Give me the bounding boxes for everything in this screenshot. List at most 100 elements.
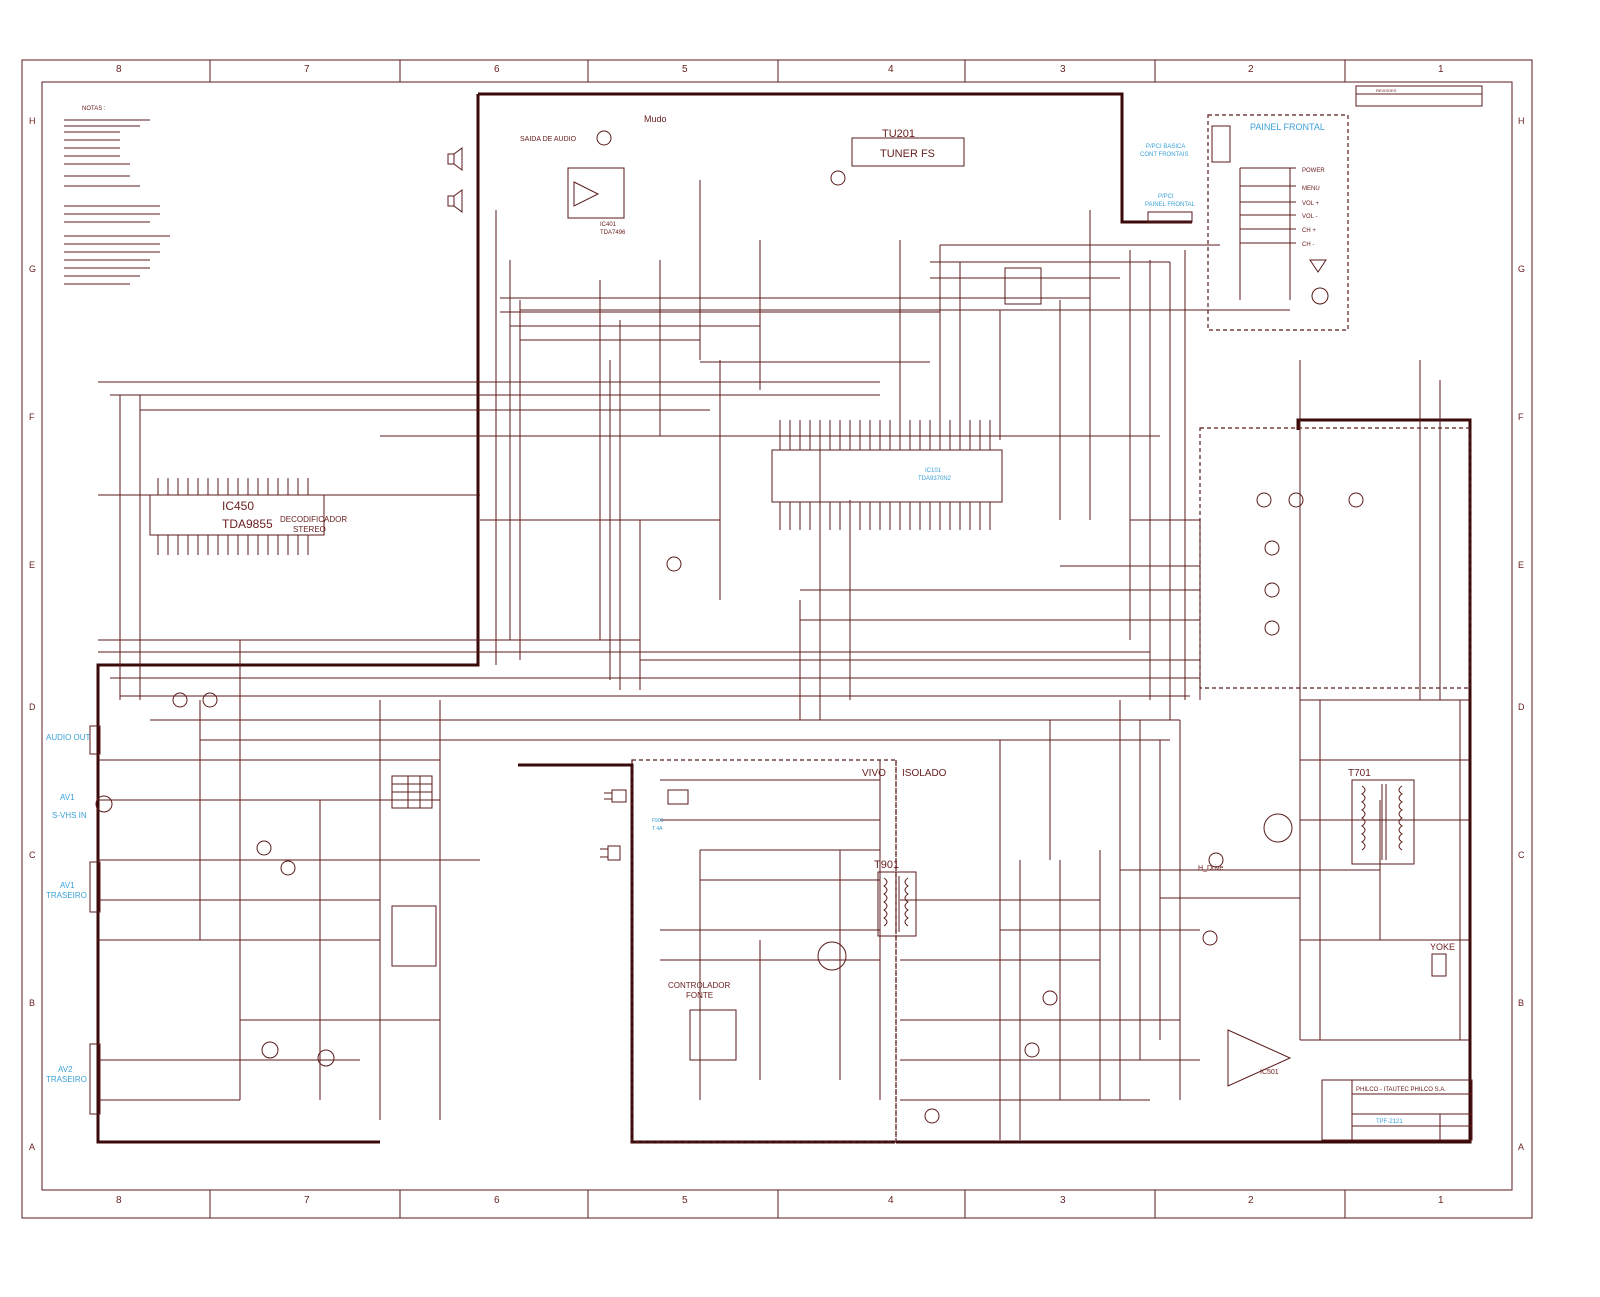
h-drive-label: H_Drive: [1198, 865, 1223, 872]
panel-connector: [1147, 211, 1193, 223]
av2-rear-label: AV2: [58, 1065, 73, 1074]
vol-minus-key-label: VOL -: [1302, 214, 1317, 220]
conn-basic-label: CONT FRONTAIS: [1140, 152, 1188, 158]
vol-plus-key-label: VOL +: [1302, 201, 1319, 207]
eeprom-ic: [1004, 267, 1042, 305]
column-numbers-top: 8 7 6 5 4 3 2 1: [116, 64, 1444, 75]
tuner-name: TUNER FS: [880, 148, 935, 160]
av1-rear-label: TRASEIRO: [46, 891, 87, 900]
fuse-ref: F901: [652, 818, 664, 824]
transistor-symbol: [1264, 620, 1280, 636]
main-ic-box: [771, 449, 1003, 503]
psu-hot-boundary: [518, 763, 895, 1144]
row-letter: E: [1518, 560, 1524, 570]
rca-jack-icon: [89, 1043, 101, 1115]
degauss-thermistor: [667, 789, 689, 805]
row-letter: C: [1518, 850, 1525, 860]
col-num: 7: [304, 1195, 310, 1206]
row-letter: F: [1518, 412, 1524, 422]
column-numbers-bottom: 8 7 6 5 4 3 2 1: [116, 1195, 1444, 1206]
av1-label: AV1: [60, 793, 75, 802]
av2-rear-label: TRASEIRO: [46, 1075, 87, 1084]
signal-transistors: [172, 130, 1224, 1124]
tuner-block: TU201 TUNER FS: [851, 128, 965, 167]
col-num: 8: [116, 1195, 122, 1206]
col-num: 1: [1438, 1195, 1444, 1206]
flyback-ref: T701: [1348, 768, 1371, 779]
psu-controller-label: FONTE: [686, 991, 713, 1000]
psu-live-area: [631, 759, 897, 1143]
notes-block: NOTAS :: [64, 106, 170, 285]
speaker-icon: [453, 147, 463, 171]
deflection-block: T701 H_Drive IC501 YOKE: [1198, 492, 1455, 1087]
audio-output-block: SAIDA DE AUDIO Mudo IC401 TDA7496: [447, 114, 667, 236]
main-ic-block: IC101 TDA9370N2: [771, 420, 1003, 530]
fuse-rating: T 4A: [652, 826, 663, 832]
speaker-icon: [447, 195, 455, 207]
rca-jack-icon: [89, 725, 101, 755]
yoke-label: YOKE: [1430, 942, 1455, 952]
speaker-icon: [453, 189, 463, 213]
audio-out-label: AUDIO OUT: [46, 733, 91, 742]
transistor-symbol: [1264, 540, 1280, 556]
transistor-symbol: [1256, 492, 1272, 508]
psu-controller-ic: [689, 1009, 737, 1061]
decoder-ic-ref: IC450: [222, 499, 254, 513]
column-ticks: [209, 60, 1346, 1218]
psu-transformer-ref: T901: [874, 859, 899, 871]
row-letter: E: [29, 560, 35, 570]
rca-jack-icon: [89, 861, 101, 913]
conn-panel-label: PAINEL FRONTAL: [1145, 202, 1196, 208]
mosfet-symbol: [817, 941, 847, 971]
col-num: 3: [1060, 1195, 1066, 1206]
psu-controller-label: CONTROLADOR: [668, 981, 730, 990]
ch-plus-key-label: CH +: [1302, 228, 1316, 234]
outer-frame: [21, 59, 1533, 1219]
live-label: VIVO: [862, 768, 886, 779]
col-num: 4: [888, 64, 894, 75]
row-letter: H: [1518, 116, 1525, 126]
row-letter: A: [29, 1142, 35, 1152]
main-ic-part: TDA9370N2: [918, 476, 952, 482]
decoder-desc: DECODIFICADOR: [280, 515, 347, 524]
front-panel-block: PAINEL FRONTAL POWER MENU VOL + VOL - CH…: [1211, 122, 1329, 305]
transistor-symbol: [1288, 492, 1304, 508]
model-number: TPF-2121: [1376, 1119, 1403, 1125]
av-jacks: AUDIO OUT AV1 S-VHS IN AV1 TRASEIRO AV2 …: [46, 725, 113, 1115]
audio-ic-part: TDA7496: [600, 230, 626, 236]
main-board-boundary: [96, 92, 1192, 1144]
revisions-heading: REVISOES: [1376, 88, 1397, 93]
led-icon: [1309, 259, 1327, 273]
col-num: 6: [494, 1195, 500, 1206]
col-num: 3: [1060, 64, 1066, 75]
amp-symbol: [573, 181, 600, 207]
svhs-jack-icon: [95, 795, 113, 813]
h-output-transistor: [1263, 813, 1293, 843]
col-num: 1: [1438, 64, 1444, 75]
col-num: 5: [682, 1195, 688, 1206]
title-block: PHILCO - ITAUTEC PHILCO S.A. TPF-2121 RE…: [1321, 85, 1483, 1141]
row-letter: D: [1518, 702, 1525, 712]
isolated-label: ISOLADO: [902, 768, 947, 779]
row-letter: B: [1518, 998, 1524, 1008]
audio-ic-ref: IC401: [600, 222, 617, 228]
row-letter: A: [1518, 1142, 1524, 1152]
row-letter: H: [29, 116, 36, 126]
row-letters: H G F E D C B A H G F E D C B A: [29, 116, 1525, 1152]
col-num: 8: [116, 64, 122, 75]
main-ic-ref: IC101: [925, 468, 942, 474]
transistor-symbol: [1264, 582, 1280, 598]
row-letter: D: [29, 702, 36, 712]
svhs-label: S-VHS IN: [52, 811, 87, 820]
col-num: 5: [682, 64, 688, 75]
ir-receiver-transistor: [1311, 287, 1329, 305]
row-letter: G: [1518, 264, 1525, 274]
audio-ic-box: [567, 167, 625, 219]
horizontal-area: [1199, 427, 1471, 689]
av1-rear-label: AV1: [60, 881, 75, 890]
psu-block: VIVO ISOLADO T901 CONTROLADOR FONTE F901…: [600, 768, 947, 1061]
conn-basic-label: P/PCI BASICA: [1146, 144, 1185, 150]
transistor-symbol: [1348, 492, 1364, 508]
audio-out-title: SAIDA DE AUDIO: [520, 136, 577, 143]
